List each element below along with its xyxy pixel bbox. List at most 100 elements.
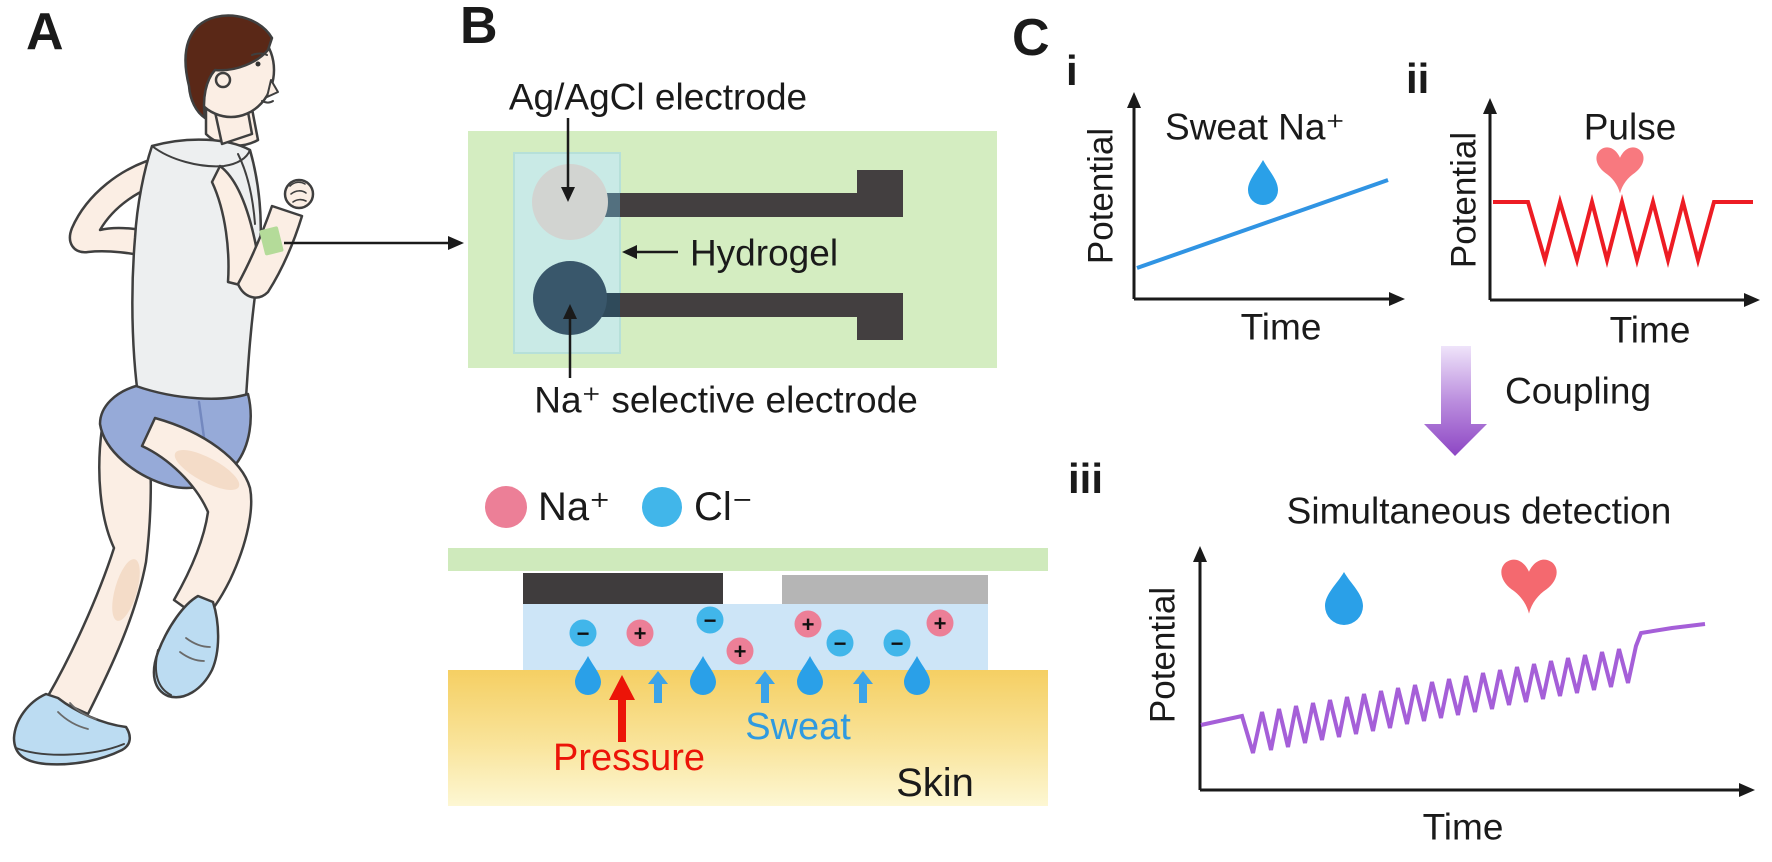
runner-front-shoe-sole [154,649,172,696]
plot-i-y-arrowhead [1127,92,1141,108]
runner-hair [184,14,274,120]
na-ion [726,637,754,665]
ions: − + − + + − − + [569,606,954,665]
hydrogel-label: Hydrogel [689,232,839,274]
plot-i-signal-line [1136,178,1389,270]
pressure-up-arrow [609,675,635,742]
gray-electrode-bar [782,575,988,604]
runner-nose [266,79,279,98]
plot-iii-xlabel: Time [1422,806,1504,848]
sensor-board-schematic [468,118,997,378]
up-arrow-icon [853,671,873,703]
ion-legend [485,486,682,528]
runner-tank-armhole [237,153,256,225]
pressure-label: Pressure [552,737,706,779]
na-ion [926,609,954,637]
plot-i-index: i [1066,47,1078,94]
na-ion [626,619,654,647]
plot-i-x-arrowhead [1389,292,1405,306]
plot-i-ylabel: Potential [1081,127,1121,265]
runner-brow [251,52,268,56]
runner-back-shoe [12,692,131,766]
runner-front-shoe-laces [179,637,211,662]
ion-sign: + [634,621,647,646]
cl-ion [569,619,597,647]
plot-iii-coupled-line [1200,622,1706,754]
trace-bottom [620,293,857,317]
plot-ii-index: ii [1406,55,1430,102]
runner-tank-neckline [151,145,251,168]
runner-fingers [289,181,307,203]
panel-c-label: C [1012,9,1050,67]
runner-fist [283,178,315,210]
plot-i [1127,92,1405,306]
plot-ii-y-arrowhead [1483,98,1497,114]
plot-iii-y-arrowhead [1193,546,1207,562]
runner-front-shoe [152,594,220,699]
plot-ii-title: Pulse [1583,106,1677,148]
up-arrow-icon [648,671,668,703]
runner-mouth [261,100,274,104]
skin-label: Skin [896,761,974,805]
cover-green-bar [448,548,1048,571]
panel-b-label: B [460,0,498,55]
plot-iii-index: iii [1068,455,1104,502]
runner-calf-shade [112,559,140,621]
na-ion-legend-swatch [485,486,527,528]
plot-iii [1193,546,1755,797]
ion-sign: − [891,631,904,656]
ion-sign: + [734,639,747,664]
legend-cl-label: Cl⁻ [694,485,753,529]
plot-iii-x-arrowhead [1739,783,1755,797]
cl-ion [696,606,724,634]
runner-back-shoe-sole [15,743,125,756]
cl-ion [826,629,854,657]
na-selective-electrode-circle [533,261,607,335]
ion-sign: − [577,621,590,646]
plot-ii [1483,98,1760,307]
patch-to-board-arrow [284,236,464,250]
plot-i-title: Sweat Na⁺ [1165,106,1345,148]
trace-top-pad [857,170,903,217]
na-ion [794,610,822,638]
coupling-label: Coupling [1504,370,1652,412]
heart-icon [1596,147,1644,194]
coupling-arrow-shaft [1441,346,1471,424]
skin-cross-section: − + − + + − − + [448,548,1048,806]
plot-iii-title: Simultaneous detection [1286,490,1672,532]
skin-block [448,670,1048,806]
dark-electrode-bar [523,573,723,604]
cl-ion-legend-swatch [642,487,682,527]
wrist-sensor-patch [259,226,284,256]
agcl-electrode-label: Ag/AgCl electrode [508,76,808,118]
plot-ii-x-arrowhead [1744,293,1760,307]
water-drop-icon [797,656,823,695]
ion-sign: + [934,611,947,636]
plot-iii-ylabel: Potential [1143,586,1183,724]
coupling-arrow-head [1424,424,1487,456]
trace-bottom-pad [857,293,903,340]
panel-a-label: A [26,3,64,61]
plot-ii-ylabel: Potential [1444,131,1484,269]
sweat-layer [523,604,988,670]
plot-ii-pulse-line [1493,194,1753,268]
runner-back-shoe-laces [57,702,97,730]
sweat-droplets [575,656,930,695]
sweat-label: Sweat [745,706,851,748]
runner-ear [214,71,232,89]
sweat-up-arrows [648,671,873,703]
hydrogel-label-arrow [622,245,678,259]
legend-na-label: Na⁺ [538,485,611,529]
agcl-electrode-circle [532,164,608,240]
runner-thigh-shade [174,450,240,490]
up-arrow-icon [755,671,775,703]
plot-i-xlabel: Time [1240,306,1322,348]
coupling-arrow [1424,346,1487,456]
plot-ii-xlabel: Time [1609,309,1691,351]
agcl-label-arrow [561,118,575,202]
ion-sign: − [834,631,847,656]
trace-top [620,193,857,217]
runner-eye [255,61,261,67]
